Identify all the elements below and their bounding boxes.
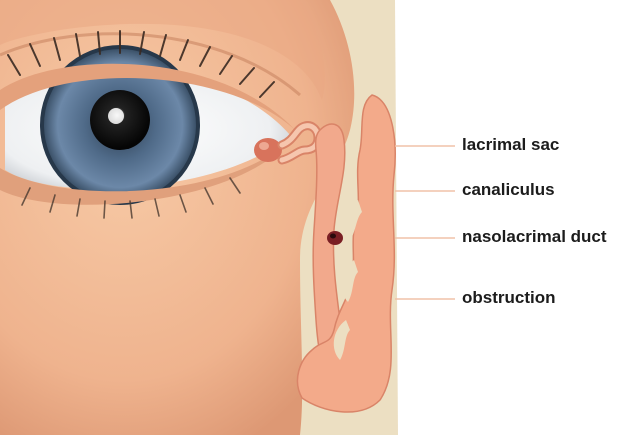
label-nasolacrimal-duct: nasolacrimal duct <box>462 227 607 247</box>
label-lacrimal-sac: lacrimal sac <box>462 135 559 155</box>
label-obstruction: obstruction <box>462 288 556 308</box>
label-canaliculus: canaliculus <box>462 180 555 200</box>
obstruction-mark <box>327 231 343 245</box>
